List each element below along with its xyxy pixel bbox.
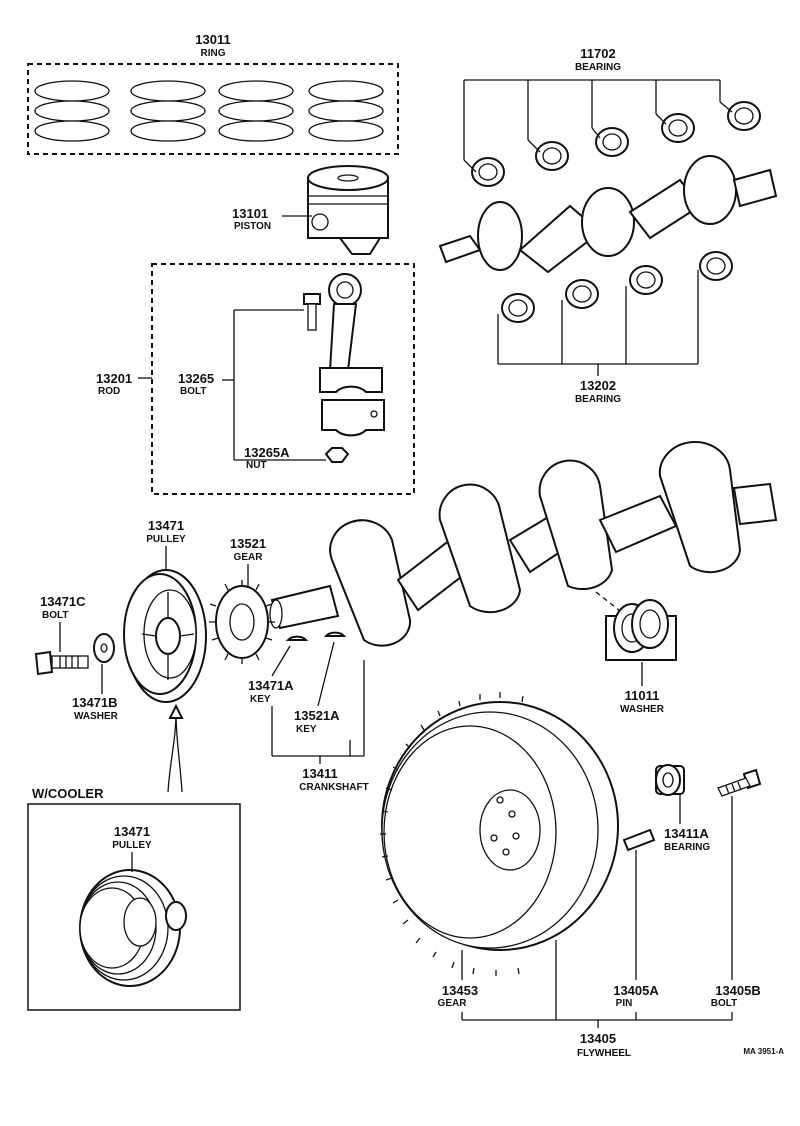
key-b-group[interactable]: 13521A KEY (294, 631, 347, 735)
rod-number: 13201 (96, 371, 132, 386)
crankshaft-drawing (269, 440, 778, 647)
flywheel-bearing-group[interactable]: 13411A BEARING (655, 764, 710, 853)
rod-nut-label: NUT (246, 460, 267, 471)
ring-set-1 (34, 80, 110, 142)
piston-drawing (307, 165, 389, 255)
rod-drawing (319, 273, 385, 437)
ring-gear-label: GEAR (438, 998, 468, 1009)
ring-set-3 (218, 80, 294, 142)
flywheel-pin-drawing (622, 828, 656, 852)
upper-bearing-shells (471, 101, 761, 187)
rod-group[interactable]: 13201 ROD (96, 263, 415, 495)
flywheel-pin-number: 13405A (613, 983, 659, 998)
pulley-washer-drawing (93, 633, 115, 663)
key-a-group[interactable]: 13471A KEY (248, 635, 309, 705)
ring-label: RING (201, 48, 226, 59)
rod-bolt-label: BOLT (180, 386, 206, 397)
pulley-label: PULLEY (146, 534, 186, 545)
pulley-number: 13471 (148, 518, 184, 533)
cooler-pulley-number: 13471 (114, 824, 150, 839)
thrust-washer-drawing (605, 599, 677, 661)
piston-label: PISTON (234, 221, 271, 232)
cooler-box (27, 803, 241, 1011)
crankshaft-group[interactable]: 13411 CRANKSHAFT (271, 660, 369, 793)
flywheel-group[interactable]: 13405 FLYWHEEL (461, 940, 733, 1059)
rod-bolt-number: 13265 (178, 371, 214, 386)
ring-set-4 (308, 80, 384, 142)
pulley-bolt-label: BOLT (42, 610, 68, 621)
crankshaft-label: CRANKSHAFT (299, 782, 368, 793)
timing-gear-number: 13521 (230, 536, 266, 551)
bearing-lower-number: 13202 (580, 378, 616, 393)
ring-set-2 (130, 80, 206, 142)
crankshaft-number: 13411 (302, 766, 337, 781)
thrust-washer-label: WASHER (620, 704, 665, 715)
key-a-label: KEY (250, 694, 271, 705)
flywheel-bolt-group[interactable]: 13405B BOLT (711, 768, 762, 1009)
timing-gear-group[interactable]: 13521 GEAR (209, 536, 275, 664)
thrust-washer-number: 11011 (625, 688, 660, 703)
cooler-title: W/COOLER (32, 786, 104, 801)
pulley-bolt-drawing (34, 650, 89, 676)
rod-label: ROD (98, 386, 120, 397)
key-b-number: 13521A (294, 708, 340, 723)
flywheel-bolt-label: BOLT (711, 998, 737, 1009)
timing-gear-label: GEAR (234, 552, 264, 563)
ring-gear-group[interactable]: 13453 GEAR (438, 950, 479, 1009)
pulley-bolt-number: 13471C (40, 594, 86, 609)
rod-nut-number: 13265A (244, 445, 290, 460)
lower-bearing-shells (501, 251, 733, 323)
piston-number: 13101 (232, 206, 268, 221)
rod-nut-group[interactable]: 13265A NUT (244, 445, 290, 471)
bearing-upper-group[interactable]: 11702 BEARING (463, 46, 761, 187)
pulley-group[interactable]: 13471 PULLEY (123, 518, 207, 703)
flywheel-pin-group[interactable]: 13405A PIN (613, 828, 659, 1009)
pulley-washer-label: WASHER (74, 711, 119, 722)
flywheel-bolt-drawing (717, 768, 762, 797)
key-a-number: 13471A (248, 678, 294, 693)
rod-nut-drawing (324, 447, 350, 463)
cooler-arrow-icon (167, 703, 184, 793)
bearing-upper-number: 11702 (580, 46, 615, 61)
key-b-drawing (323, 631, 347, 637)
cooler-pulley-label: PULLEY (112, 840, 152, 851)
pulley-washer-number: 13471B (72, 695, 118, 710)
rod-assembly-box (151, 263, 415, 495)
upper-crankshaft-drawing (438, 155, 778, 274)
flywheel-bolt-number: 13405B (715, 983, 761, 998)
flywheel-bearing-number: 13411A (664, 826, 709, 841)
flywheel-number: 13405 (580, 1031, 616, 1046)
key-b-label: KEY (296, 724, 317, 735)
flywheel-bearing-drawing (655, 764, 685, 796)
pulley-bolt-group[interactable]: 13471C BOLT (34, 594, 89, 676)
thrust-washer-group[interactable]: 11011 WASHER (605, 599, 677, 715)
pulley-washer-group[interactable]: 13471B WASHER (72, 633, 119, 722)
ring-number: 13011 (195, 32, 230, 47)
flywheel-label: FLYWHEEL (577, 1048, 631, 1059)
key-a-drawing (285, 635, 309, 641)
ring-set-box (27, 63, 399, 155)
flywheel-bearing-label: BEARING (664, 842, 710, 853)
bearing-lower-label: BEARING (575, 394, 621, 405)
bearing-upper-label: BEARING (575, 62, 621, 73)
timing-gear-drawing (209, 580, 275, 664)
flywheel-drawing (380, 692, 619, 976)
ring-group[interactable]: 13011 RING (27, 32, 399, 155)
cooler-pulley-drawing (79, 869, 187, 987)
rod-bolt-drawing (303, 293, 321, 331)
ring-gear-number: 13453 (442, 983, 478, 998)
cooler-section[interactable]: W/COOLER 13471 PULLEY (27, 786, 241, 1011)
piston-group[interactable]: 13101 PISTON (232, 165, 389, 255)
drawing-code: MA 3951-A (743, 1047, 784, 1056)
bearing-lower-group[interactable]: 13202 BEARING (497, 251, 733, 405)
flywheel-pin-label: PIN (616, 998, 633, 1009)
pulley-drawing (123, 569, 207, 703)
rod-bolt-group[interactable]: 13265 BOLT (178, 371, 234, 397)
